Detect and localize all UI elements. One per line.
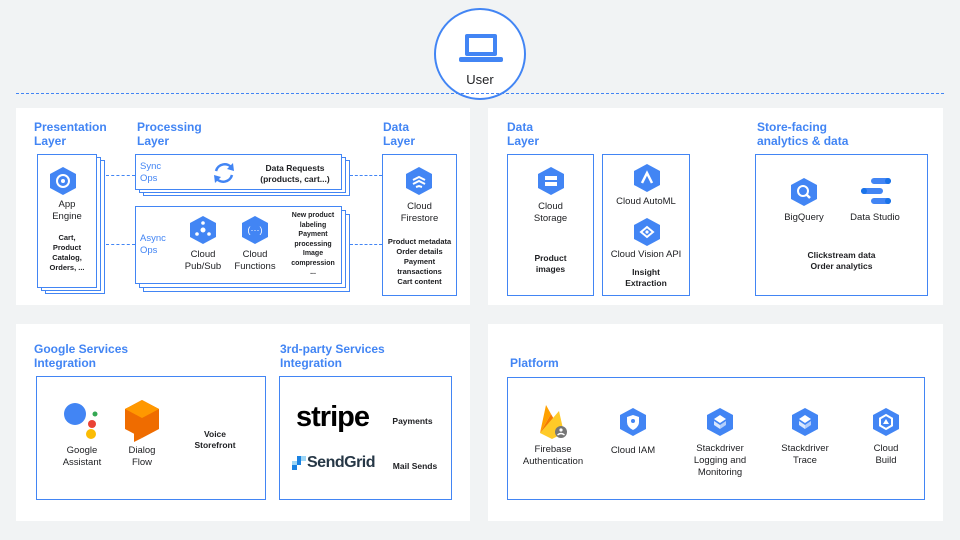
processing-layer-title: Processing Layer xyxy=(137,120,202,148)
platform-card xyxy=(507,377,925,500)
cloud-storage-icon xyxy=(536,166,566,196)
firebase-label: Firebase Authentication xyxy=(522,444,584,467)
async-ops-card xyxy=(135,206,342,284)
async-ops-desc: New product labeling Payment processing … xyxy=(291,212,335,276)
cloud-storage-label: Cloud Storage xyxy=(533,201,568,224)
mail-sends-label: Mail Sends xyxy=(392,461,438,471)
app-engine-desc: Cart, Product Catalog, Orders, ... xyxy=(49,233,85,272)
firestore-desc: Product metadata Order details Payment t… xyxy=(387,237,452,286)
async-connector-left xyxy=(106,244,135,245)
stackdriver-logging-label: Stackdriver Logging and Monitoring xyxy=(693,443,747,478)
analytics-card xyxy=(755,154,928,296)
sync-ops-label: Sync Ops xyxy=(140,161,162,184)
stackdriver-trace-label: Stackdriver Trace xyxy=(781,443,829,466)
user-node: User xyxy=(434,8,526,100)
vision-api-icon xyxy=(632,217,662,247)
automl-label: Cloud AutoML xyxy=(616,196,676,207)
third-party-title: 3rd-party Services Integration xyxy=(280,342,385,370)
svg-text:(···): (···) xyxy=(248,225,263,235)
cloud-build-label: Cloud Build xyxy=(873,443,899,466)
firebase-icon xyxy=(540,405,567,439)
stackdriver-trace-icon xyxy=(790,407,820,437)
google-services-card xyxy=(36,376,266,500)
sendgrid-icon xyxy=(292,456,306,470)
dialogflow-icon xyxy=(125,400,159,442)
insight-extraction-desc: Insight Extraction xyxy=(625,267,667,288)
dialogflow-label: Dialog Flow xyxy=(128,445,156,468)
google-assistant-icon xyxy=(64,403,98,439)
pubsub-label: Cloud Pub/Sub xyxy=(184,249,222,272)
analytics-title: Store-facing analytics & data xyxy=(757,120,849,148)
google-services-desc: Voice Storefront xyxy=(194,429,236,450)
google-assistant-label: Google Assistant xyxy=(62,445,102,468)
cloud-build-icon xyxy=(871,407,901,437)
cloud-iam-label: Cloud IAM xyxy=(610,445,656,456)
firestore-card xyxy=(382,154,457,296)
cloud-functions-icon: (···) xyxy=(240,215,270,245)
bigquery-icon xyxy=(789,177,819,207)
automl-icon xyxy=(632,163,662,193)
firestore-icon xyxy=(404,166,434,196)
cloud-iam-icon xyxy=(618,407,648,437)
sync-ops-card xyxy=(135,154,342,190)
sendgrid-logo: SendGrid xyxy=(307,454,376,471)
cloud-storage-desc: Product images xyxy=(534,253,567,274)
app-engine-icon xyxy=(48,166,78,196)
payments-label: Payments xyxy=(392,416,433,426)
app-engine-label: App Engine xyxy=(52,199,82,222)
sync-connector-right xyxy=(350,175,382,176)
sync-connector-left xyxy=(106,175,135,176)
presentation-layer-title: Presentation Layer xyxy=(34,120,107,148)
platform-title: Platform xyxy=(510,356,559,370)
laptop-icon xyxy=(459,34,503,62)
sync-icon xyxy=(214,163,234,183)
user-label: User xyxy=(466,72,494,87)
async-ops-label: Async Ops xyxy=(140,233,166,256)
pubsub-icon xyxy=(188,215,218,245)
user-boundary-line xyxy=(16,93,944,94)
data-studio-label: Data Studio xyxy=(850,212,900,223)
data-studio-icon xyxy=(861,178,891,204)
google-services-title: Google Services Integration xyxy=(34,342,129,370)
data-layer-title: Data Layer xyxy=(383,120,416,148)
data-layer-title-right: Data Layer xyxy=(507,120,540,148)
async-connector-right xyxy=(350,244,382,245)
bigquery-label: BigQuery xyxy=(784,212,824,223)
firestore-label: Cloud Firestore xyxy=(400,201,439,224)
third-party-card xyxy=(279,376,452,500)
cloud-functions-label: Cloud Functions xyxy=(234,249,276,272)
stackdriver-logging-icon xyxy=(705,407,735,437)
vision-api-label: Cloud Vision API xyxy=(610,249,682,260)
sync-ops-desc: Data Requests (products, cart...) xyxy=(260,163,330,184)
stripe-logo: stripe xyxy=(296,401,370,433)
analytics-desc: Clickstream data Order analytics xyxy=(807,250,876,271)
